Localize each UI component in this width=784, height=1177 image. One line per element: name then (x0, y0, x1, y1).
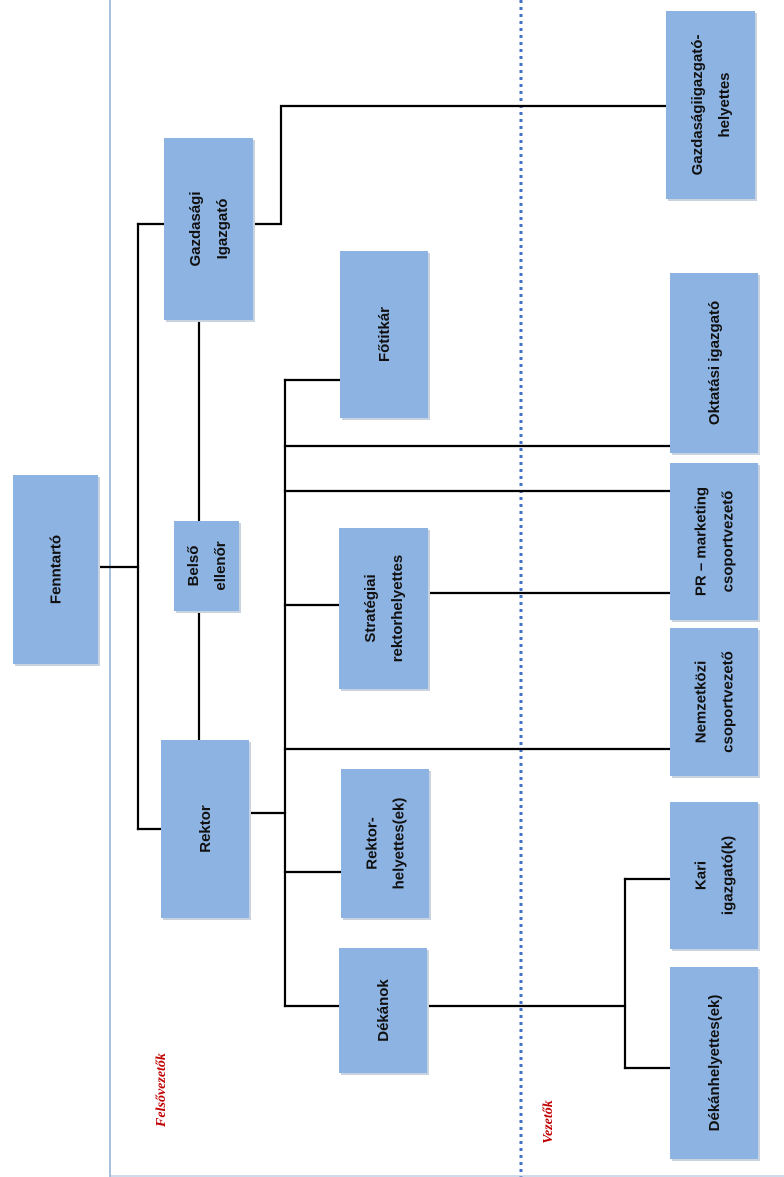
connectors (96, 104, 672, 1070)
box-label: Belső ellenőr (185, 541, 229, 590)
box-label-line: Nemzetközi (693, 661, 710, 744)
box-background (161, 740, 249, 918)
box-background (670, 273, 758, 453)
box-label-line: PR – marketing (693, 487, 710, 596)
box-label-line: Belső (185, 546, 202, 587)
box-fenntarto: Fenntartó (13, 475, 100, 666)
box-strategiai-rektorhelyettes: Stratégiai rektorhelyettes (339, 528, 430, 691)
box-label: PR – marketing csoportvezető (693, 487, 737, 596)
box-background (339, 528, 428, 689)
box-kari-igazgato: Kari igazgató(k) (670, 802, 760, 951)
zone-label-lower: Vezetők (541, 1100, 556, 1144)
box-label-line: Igazgató (214, 199, 231, 260)
box-pr-marketing: PR – marketing csoportvezető (670, 463, 760, 622)
box-label-line: ellenőr (212, 541, 229, 590)
box-background (341, 769, 429, 918)
box-background (339, 948, 427, 1073)
box-label-line: Rektor (197, 805, 214, 853)
box-belso-ellenor: Belső ellenőr (174, 521, 241, 613)
box-label: Gazdaságiigazgató-helyettes (689, 35, 733, 176)
box-label-line: Gazdasági (187, 191, 204, 266)
box-label-line: rektorhelyettes (389, 555, 406, 663)
box-label-line: Dékánok (375, 979, 392, 1042)
box-label: Főtitkár (376, 307, 393, 362)
box-fotitkar: Főtitkár (340, 251, 430, 420)
box-label-line: Dékánhelyettes(ek) (706, 995, 723, 1132)
box-label-line: helyettes(ek) (391, 798, 408, 890)
box-rektorhelyettesek: Rektor-helyettes(ek) (341, 769, 431, 920)
zone-label-upper: Felsővezetők (154, 1053, 169, 1128)
box-label-line: Rektor- (364, 817, 381, 870)
box-gazdasagi-igazgato: Gazdasági Igazgató (164, 138, 255, 322)
box-label-line: csoportvezető (720, 651, 737, 753)
box-label-line: csoportvezető (720, 491, 737, 593)
box-nemzetkozi: Nemzetközi csoportvezető (670, 628, 760, 778)
box-label: Fenntartó (48, 535, 65, 604)
box-label-line: Oktatási igazgató (706, 301, 723, 425)
box-background (13, 475, 98, 664)
box-background (670, 967, 758, 1159)
box-label: Rektor (197, 805, 214, 853)
box-label: Rektor-helyettes(ek) (364, 798, 408, 890)
box-background (670, 628, 758, 776)
box-background (670, 463, 758, 620)
box-rektor: Rektor (161, 740, 251, 920)
box-label: Dékánok (375, 979, 392, 1042)
box-label-line: Gazdaságiigazgató- (689, 35, 706, 176)
box-background (340, 251, 428, 418)
box-label: Stratégiai rektorhelyettes (362, 555, 406, 663)
box-label: Kari igazgató(k) (693, 836, 737, 915)
box-gazdasagi-igazgatohelyettes: Gazdaságiigazgató-helyettes (666, 11, 757, 201)
box-background (670, 802, 758, 949)
box-label-line: Stratégiai (362, 574, 379, 642)
box-background (666, 11, 755, 199)
box-background (164, 138, 253, 320)
box-label: Oktatási igazgató (706, 301, 723, 425)
box-label: Dékánhelyettes(ek) (706, 995, 723, 1132)
box-label-line: helyettes (716, 72, 733, 137)
box-oktatasi-igazgato: Oktatási igazgató (670, 273, 760, 455)
box-background (174, 521, 239, 611)
box-label: Nemzetközi csoportvezető (693, 651, 737, 753)
box-label-line: Főtitkár (376, 307, 393, 362)
connector-gazdasagi-helyettes (251, 104, 668, 226)
box-label-line: Kari (693, 861, 710, 890)
box-label-line: igazgató(k) (720, 836, 737, 915)
box-label: Gazdasági Igazgató (187, 191, 231, 266)
box-label-line: Fenntartó (48, 535, 65, 604)
box-dekanok: Dékánok (339, 948, 429, 1075)
box-dekanhelyettesek: Dékánhelyettes(ek) (670, 967, 760, 1161)
